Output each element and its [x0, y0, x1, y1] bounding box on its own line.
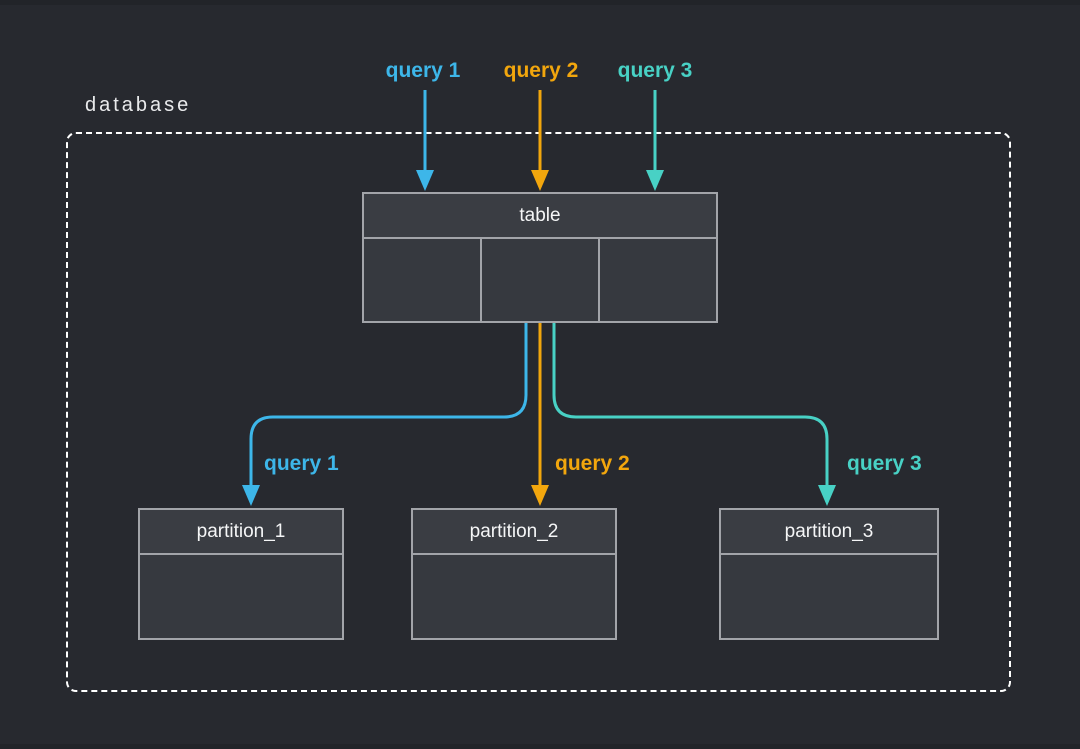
top-edge-strip [0, 0, 1080, 5]
partition2-body [413, 555, 615, 638]
partition2-box: partition_2 [411, 508, 617, 640]
partition3-title: partition_3 [721, 510, 937, 555]
partition1-title: partition_1 [140, 510, 342, 555]
table-box: table [362, 192, 718, 323]
top-query1-label: query 1 [385, 59, 461, 82]
partition1-box: partition_1 [138, 508, 344, 640]
bottom-query3-label: query 3 [847, 452, 922, 475]
partition2-title: partition_2 [413, 510, 615, 555]
partition3-body [721, 555, 937, 638]
table-cell-2 [482, 239, 600, 321]
table-box-title: table [364, 194, 716, 239]
table-box-body [364, 239, 716, 321]
table-cell-3 [600, 239, 716, 321]
top-query3-label: query 3 [617, 59, 693, 82]
database-frame-label: database [85, 94, 192, 116]
bottom-query1-label: query 1 [264, 452, 339, 475]
top-query2-label: query 2 [503, 59, 579, 82]
bottom-query2-label: query 2 [555, 452, 630, 475]
bottom-edge-strip [0, 744, 1080, 749]
partition3-box: partition_3 [719, 508, 939, 640]
table-cell-1 [364, 239, 482, 321]
partition1-body [140, 555, 342, 638]
